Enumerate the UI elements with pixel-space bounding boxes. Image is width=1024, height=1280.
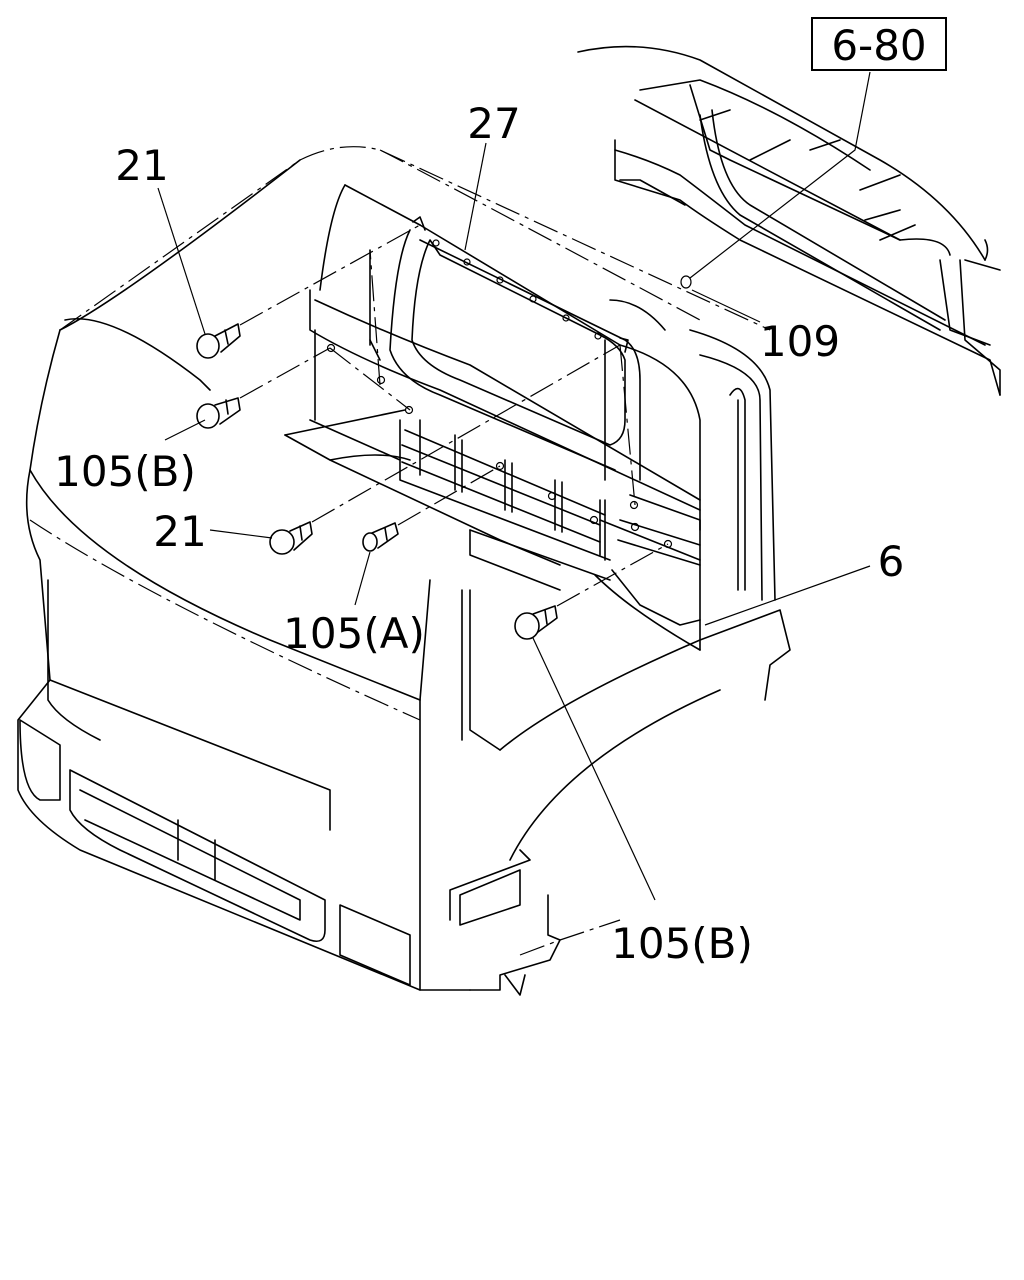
leader-lines: [157, 71, 871, 901]
callout-105b-bottom: 105(B): [611, 919, 753, 968]
bolt-105a: [362, 522, 399, 552]
callout-105b-left: 105(B): [54, 447, 196, 496]
callout-6: 6: [878, 537, 905, 586]
panel-27: [284, 184, 701, 651]
assembly-lines: [239, 224, 669, 607]
clip-105b-bottom: [514, 605, 558, 640]
callout-105a: 105(A): [283, 609, 425, 658]
callout-27: 27: [467, 99, 520, 148]
clip-21-mid: [269, 521, 313, 555]
callout-21-mid: 21: [153, 507, 206, 556]
callout-labels: 21 27 109 105(B) 21 105(A) 6 105(B): [54, 99, 904, 968]
callout-21-top: 21: [115, 141, 168, 190]
reference-label: 6-80: [831, 21, 926, 70]
clip-21-top: [196, 323, 241, 359]
cab-body: [17, 146, 791, 996]
reference-box: 6-80: [811, 17, 947, 71]
clip-105b-left: [196, 397, 241, 429]
callout-109: 109: [760, 317, 840, 366]
